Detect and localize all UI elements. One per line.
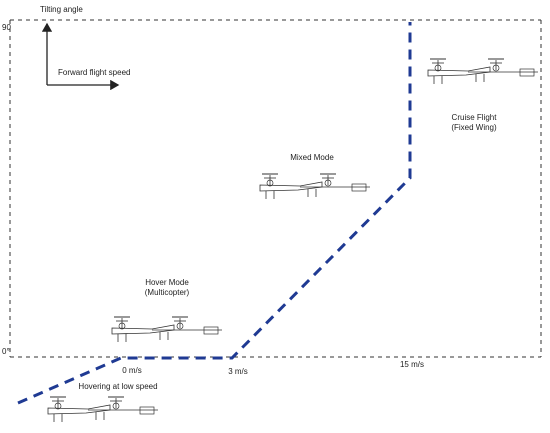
transition-curve (17, 22, 412, 405)
y-top-tick: 90 (2, 23, 11, 32)
hover-mode-line2: (Multicopter) (144, 288, 190, 297)
hover-mode-line1: Hover Mode (145, 278, 189, 287)
cruise-flight-line2: (Fixed Wing) (451, 123, 497, 132)
speed-tick-15: 15 m/s (399, 360, 424, 369)
y-zero-tick: 0° (2, 347, 10, 356)
speed-tick-0: 0 m/s (122, 366, 142, 375)
tiltrotor-aircraft-icon (111, 316, 223, 343)
cruise-flight-label: Cruise Flight (Fixed Wing) (437, 113, 511, 133)
y-label: Tilting angle (40, 5, 83, 14)
speed-tick-3: 3 m/s (228, 367, 248, 376)
x-label: Forward flight speed (58, 68, 131, 77)
mixed-mode-label: Mixed Mode (290, 153, 334, 162)
tiltrotor-aircraft-icon (259, 173, 371, 200)
tiltrotor-aircraft-icon (427, 58, 539, 85)
hover-mode-label: Hover Mode (Multicopter) (132, 278, 202, 298)
cruise-flight-line1: Cruise Flight (451, 113, 497, 122)
tiltrotor-aircraft-icon (47, 396, 159, 423)
low-speed-label: Hovering at low speed (78, 382, 158, 391)
